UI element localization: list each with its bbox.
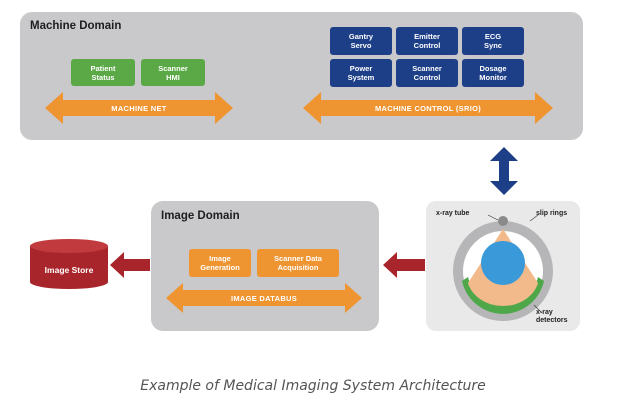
scanner-control-box: Scanner Control	[396, 59, 458, 87]
image-store-cylinder: Image Store	[29, 238, 109, 290]
machine-control-bus: MACHINE CONTROL (SRIO)	[303, 92, 553, 124]
gantry-servo-box: Gantry Servo	[330, 27, 392, 55]
dosage-monitor-box: Dosage Monitor	[462, 59, 524, 87]
figure-caption: Example of Medical Imaging System Archit…	[140, 378, 486, 394]
machine-domain-panel: Machine Domain Patient Status Scanner HM…	[20, 12, 583, 140]
arrow-left-icon	[383, 252, 425, 278]
machine-domain-title: Machine Domain	[30, 20, 122, 32]
xray-detectors-label: x-ray detectors	[536, 309, 568, 324]
ct-scanner-diagram	[453, 214, 553, 321]
slip-rings-label: slip rings	[536, 210, 568, 217]
emitter-control-box: Emitter Control	[396, 27, 458, 55]
patient-status-box: Patient Status	[71, 59, 135, 86]
scanner-panel: x-ray tube slip rings x-ray detectors	[426, 201, 580, 331]
scanner-data-acquisition-box: Scanner Data Acquisition	[257, 249, 339, 277]
arrow-left-icon	[110, 252, 150, 278]
scanner-hmi-box: Scanner HMI	[141, 59, 205, 86]
machine-net-label: MACHINE NET	[111, 103, 167, 113]
ecg-sync-box: ECG Sync	[462, 27, 524, 55]
image-generation-box: Image Generation	[189, 249, 251, 277]
machine-net-bus: MACHINE NET	[45, 92, 233, 124]
double-arrow-icon	[490, 147, 518, 195]
image-databus-label: IMAGE DATABUS	[230, 293, 298, 303]
xray-tube-label: x-ray tube	[436, 210, 470, 217]
image-domain-title: Image Domain	[161, 210, 240, 222]
image-store-label: Image Store	[44, 265, 94, 275]
image-domain-panel: Image Domain Image Generation Scanner Da…	[151, 201, 379, 331]
power-system-box: Power System	[330, 59, 392, 87]
machine-control-label: MACHINE CONTROL (SRIO)	[374, 103, 482, 113]
image-databus-bus: IMAGE DATABUS	[166, 283, 362, 313]
